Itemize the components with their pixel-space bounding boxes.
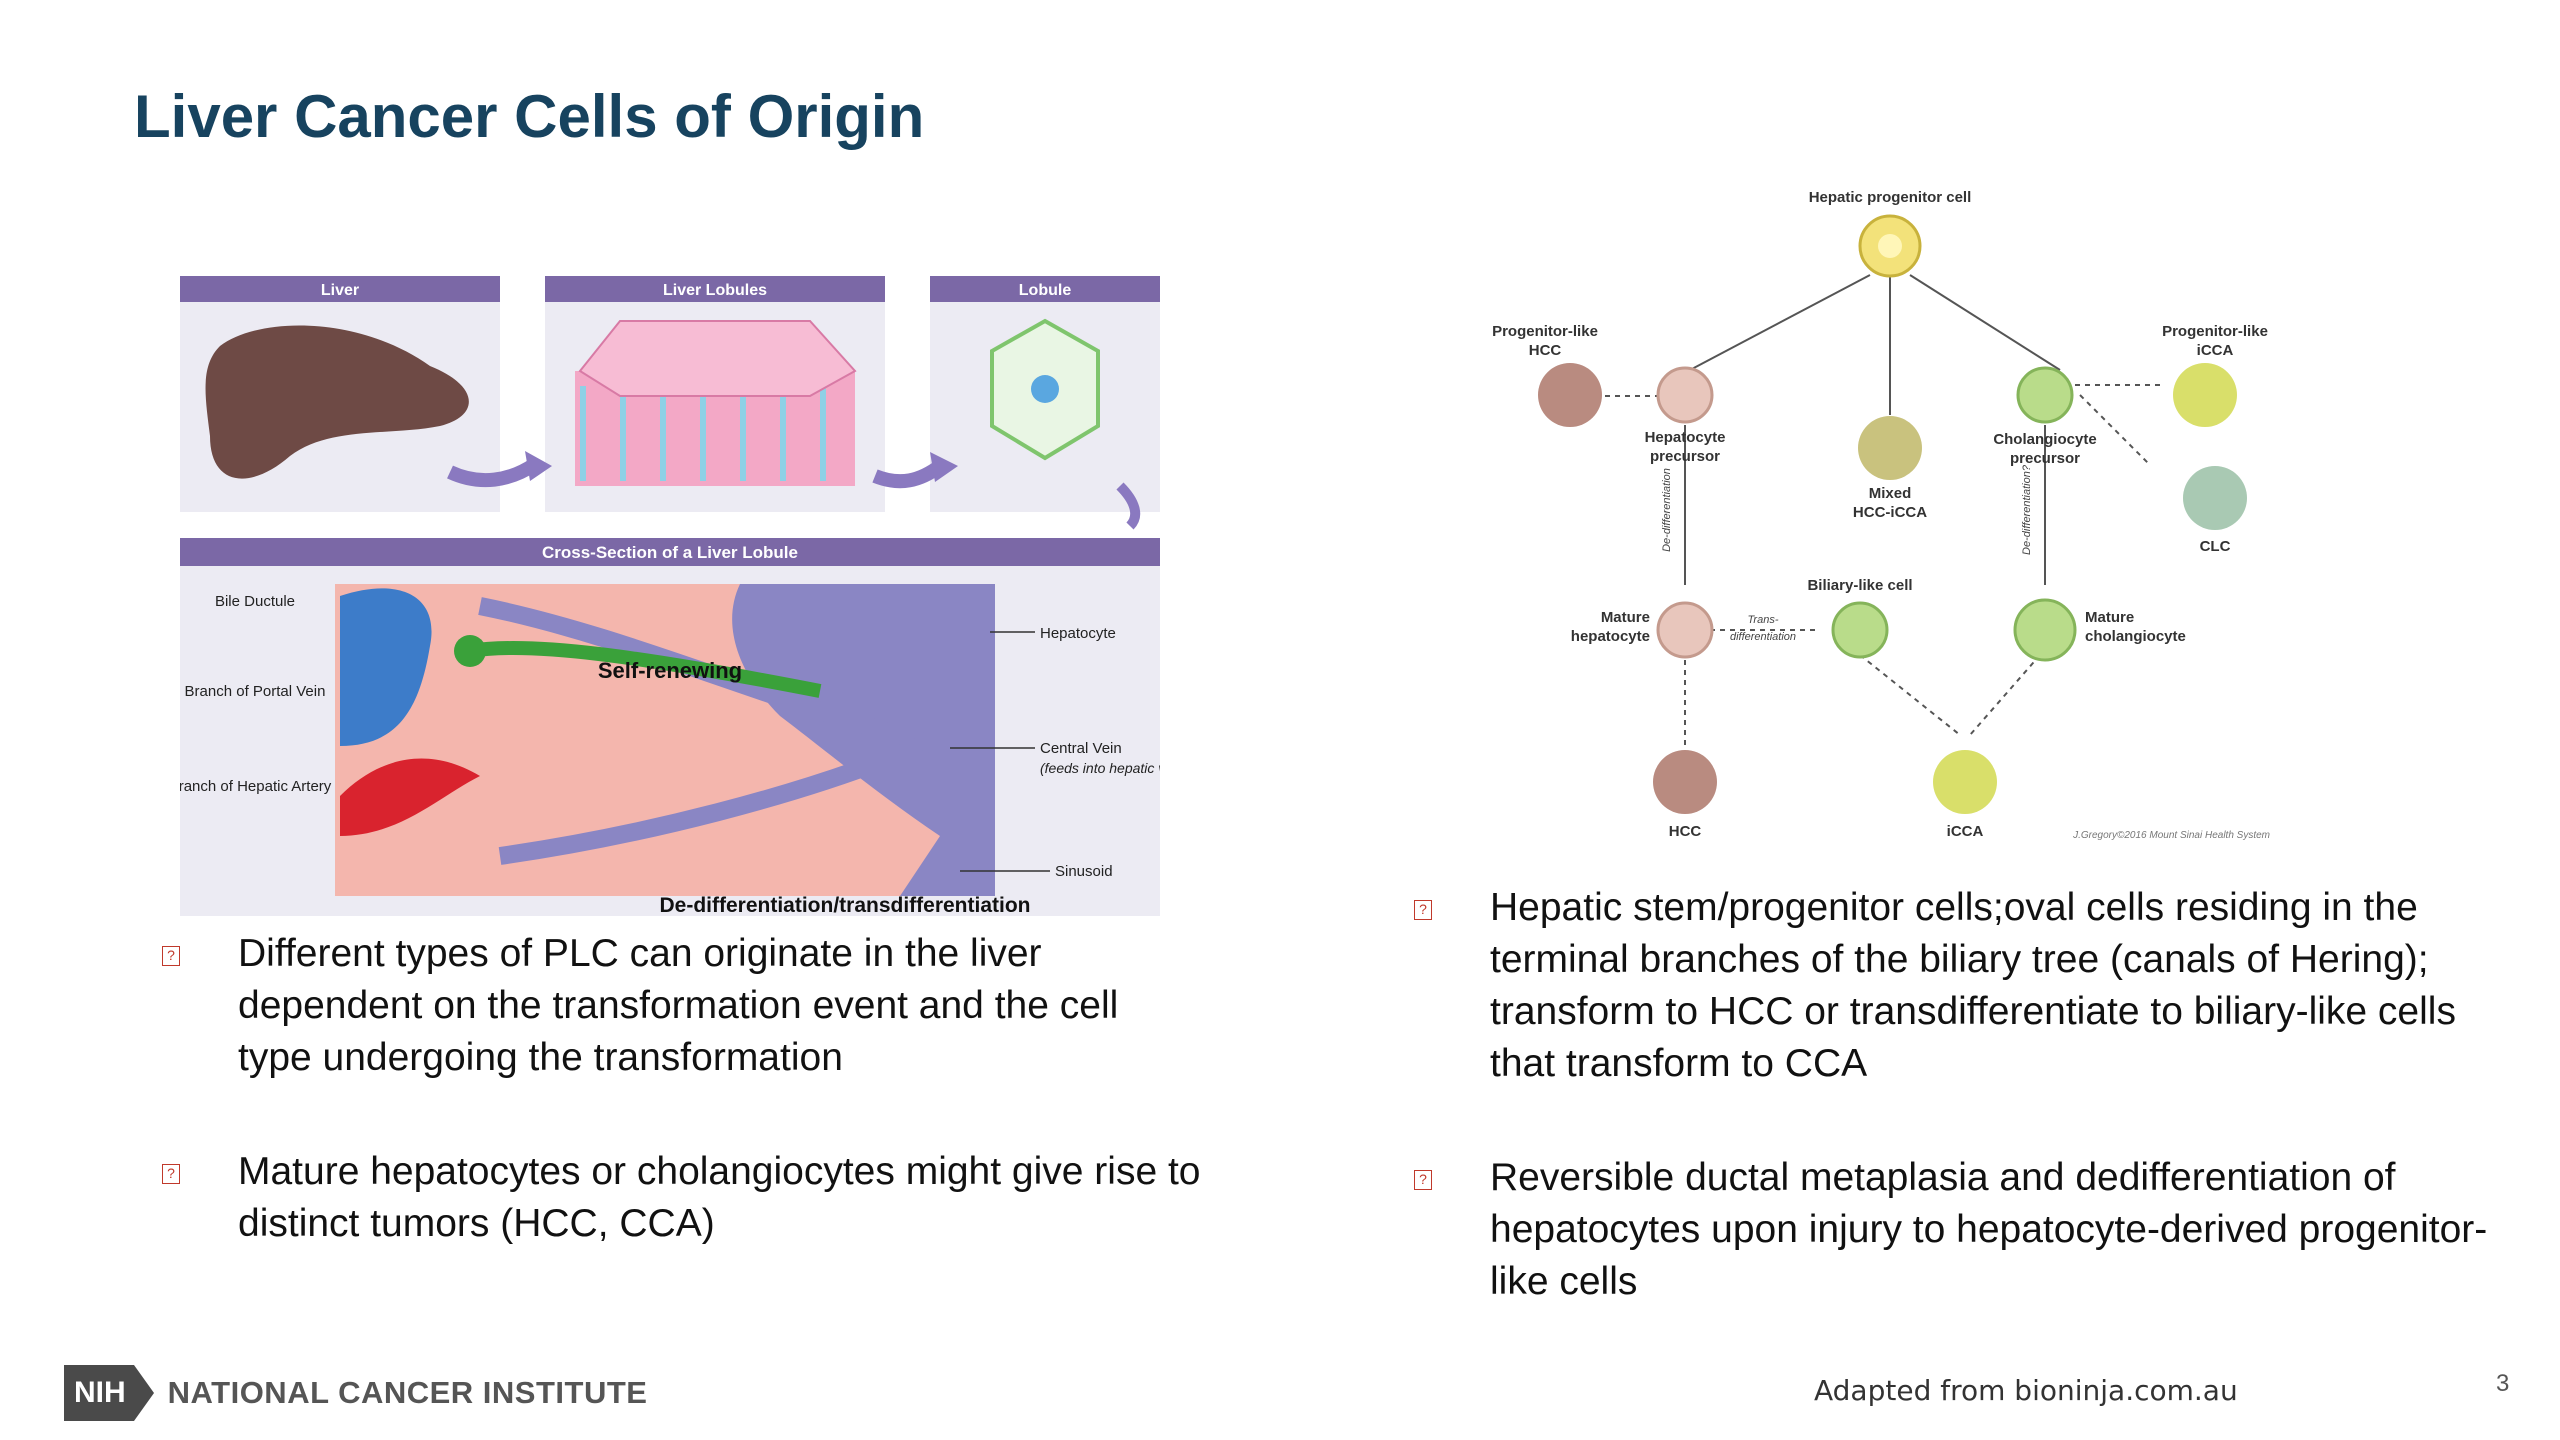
svg-text:precursor: precursor [1650, 448, 1720, 465]
node-biliary [1831, 601, 1889, 659]
svg-text:Mature: Mature [1601, 609, 1650, 626]
bullet-icon: ? [1414, 1170, 1432, 1190]
svg-text:hepatocyte: hepatocyte [1571, 628, 1650, 645]
svg-text:De-differentiation: De-differentiation [1661, 468, 1673, 552]
panel-label-liver: Liver [321, 282, 359, 299]
label-central-vein-note: (feeds into hepatic vein) [1040, 760, 1160, 776]
svg-text:HCC: HCC [1529, 342, 1562, 359]
nih-logo-text: NIH [64, 1365, 134, 1421]
bullet-left-2: ? Mature hepatocytes or cholangiocytes m… [162, 1146, 1202, 1250]
liver-shape [205, 325, 469, 479]
bullets-right: ? Hepatic stem/progenitor cells;oval cel… [1414, 882, 2494, 1308]
panel-label-lobules: Liver Lobules [663, 282, 767, 299]
node-mixed [1858, 416, 1922, 480]
node-mat-hep [1656, 601, 1714, 659]
label-dediff: De-differentiation/transdifferentiation [659, 894, 1030, 916]
figure-credit: J.Gregory©2016 Mount Sinai Health System [2072, 830, 2270, 841]
cross-section-title: Cross-Section of a Liver Lobule [542, 543, 798, 562]
portal-vein [340, 588, 432, 746]
bullet-right-2: ? Reversible ductal metaplasia and dedif… [1414, 1152, 2494, 1308]
svg-text:De-differentiation?: De-differentiation? [2021, 464, 2033, 555]
svg-text:precursor: precursor [2010, 450, 2080, 467]
institute-name: NATIONAL CANCER INSTITUTE [167, 1375, 648, 1410]
bullets-left: ? Different types of PLC can originate i… [162, 928, 1202, 1250]
bile-duct [468, 640, 822, 698]
svg-text:Biliary-like cell: Biliary-like cell [1807, 577, 1912, 594]
panel-label-lobule: Lobule [1019, 282, 1072, 299]
svg-text:Trans-: Trans- [1748, 614, 1779, 626]
node-hep-prec [1656, 366, 1714, 424]
liver-anatomy-figure: Liver Liver Lobules Lobule Cross-Section… [180, 276, 1160, 916]
svg-text:iCCA: iCCA [1947, 823, 1984, 840]
label-portal-vein: Branch of Portal Vein [185, 683, 326, 700]
svg-text:Hepatocyte: Hepatocyte [1645, 429, 1726, 446]
svg-text:Hepatic progenitor cell: Hepatic progenitor cell [1809, 189, 1972, 206]
slide-title: Liver Cancer Cells of Origin [134, 83, 925, 150]
bullet-right-1: ? Hepatic stem/progenitor cells;oval cel… [1414, 882, 2494, 1090]
label-bile-ductule: Bile Ductule [215, 593, 295, 610]
node-clc [2183, 466, 2247, 530]
cell-lineage-diagram: Hepatic progenitor cell Progenitor-like … [1492, 189, 2270, 841]
label-hepatocyte: Hepatocyte [1040, 625, 1116, 642]
node-icca [1933, 750, 1997, 814]
bullet-left-1: ? Different types of PLC can originate i… [162, 928, 1202, 1084]
svg-text:CLC: CLC [2200, 538, 2231, 555]
lobules-illustration [575, 320, 857, 486]
node-prog-icca [2173, 363, 2237, 427]
svg-text:Progenitor-like: Progenitor-like [1492, 323, 1598, 340]
nci-logo: NIH NATIONAL CANCER INSTITUTE [64, 1365, 647, 1421]
label-hepatic-artery: Branch of Hepatic Artery [180, 778, 332, 795]
label-sinusoid: Sinusoid [1055, 863, 1113, 880]
hepatic-artery [340, 758, 480, 836]
bullet-icon: ? [1414, 900, 1432, 920]
bullet-icon: ? [162, 1164, 180, 1184]
svg-text:HCC-iCCA: HCC-iCCA [1853, 504, 1927, 521]
svg-text:cholangiocyte: cholangiocyte [2085, 628, 2186, 645]
svg-text:Progenitor-like: Progenitor-like [2162, 323, 2268, 340]
node-hcc [1653, 750, 1717, 814]
svg-text:Mature: Mature [2085, 609, 2134, 626]
svg-text:Mixed: Mixed [1869, 485, 1912, 502]
label-central-vein: Central Vein [1040, 740, 1122, 757]
svg-text:HCC: HCC [1669, 823, 1702, 840]
svg-text:iCCA: iCCA [2197, 342, 2234, 359]
node-mat-chol [2013, 598, 2077, 662]
source-credit: Adapted from bioninja.com.au [1814, 1374, 2238, 1407]
svg-text:differentiation: differentiation [1730, 631, 1796, 643]
bullet-icon: ? [162, 946, 180, 966]
node-prog-hcc [1538, 363, 1602, 427]
page-number: 3 [2496, 1370, 2510, 1397]
label-self-renewing: Self-renewing [598, 658, 742, 683]
svg-text:Cholangiocyte: Cholangiocyte [1993, 431, 2096, 448]
nih-chevron-icon [133, 1365, 154, 1421]
node-chol-prec [2016, 366, 2074, 424]
